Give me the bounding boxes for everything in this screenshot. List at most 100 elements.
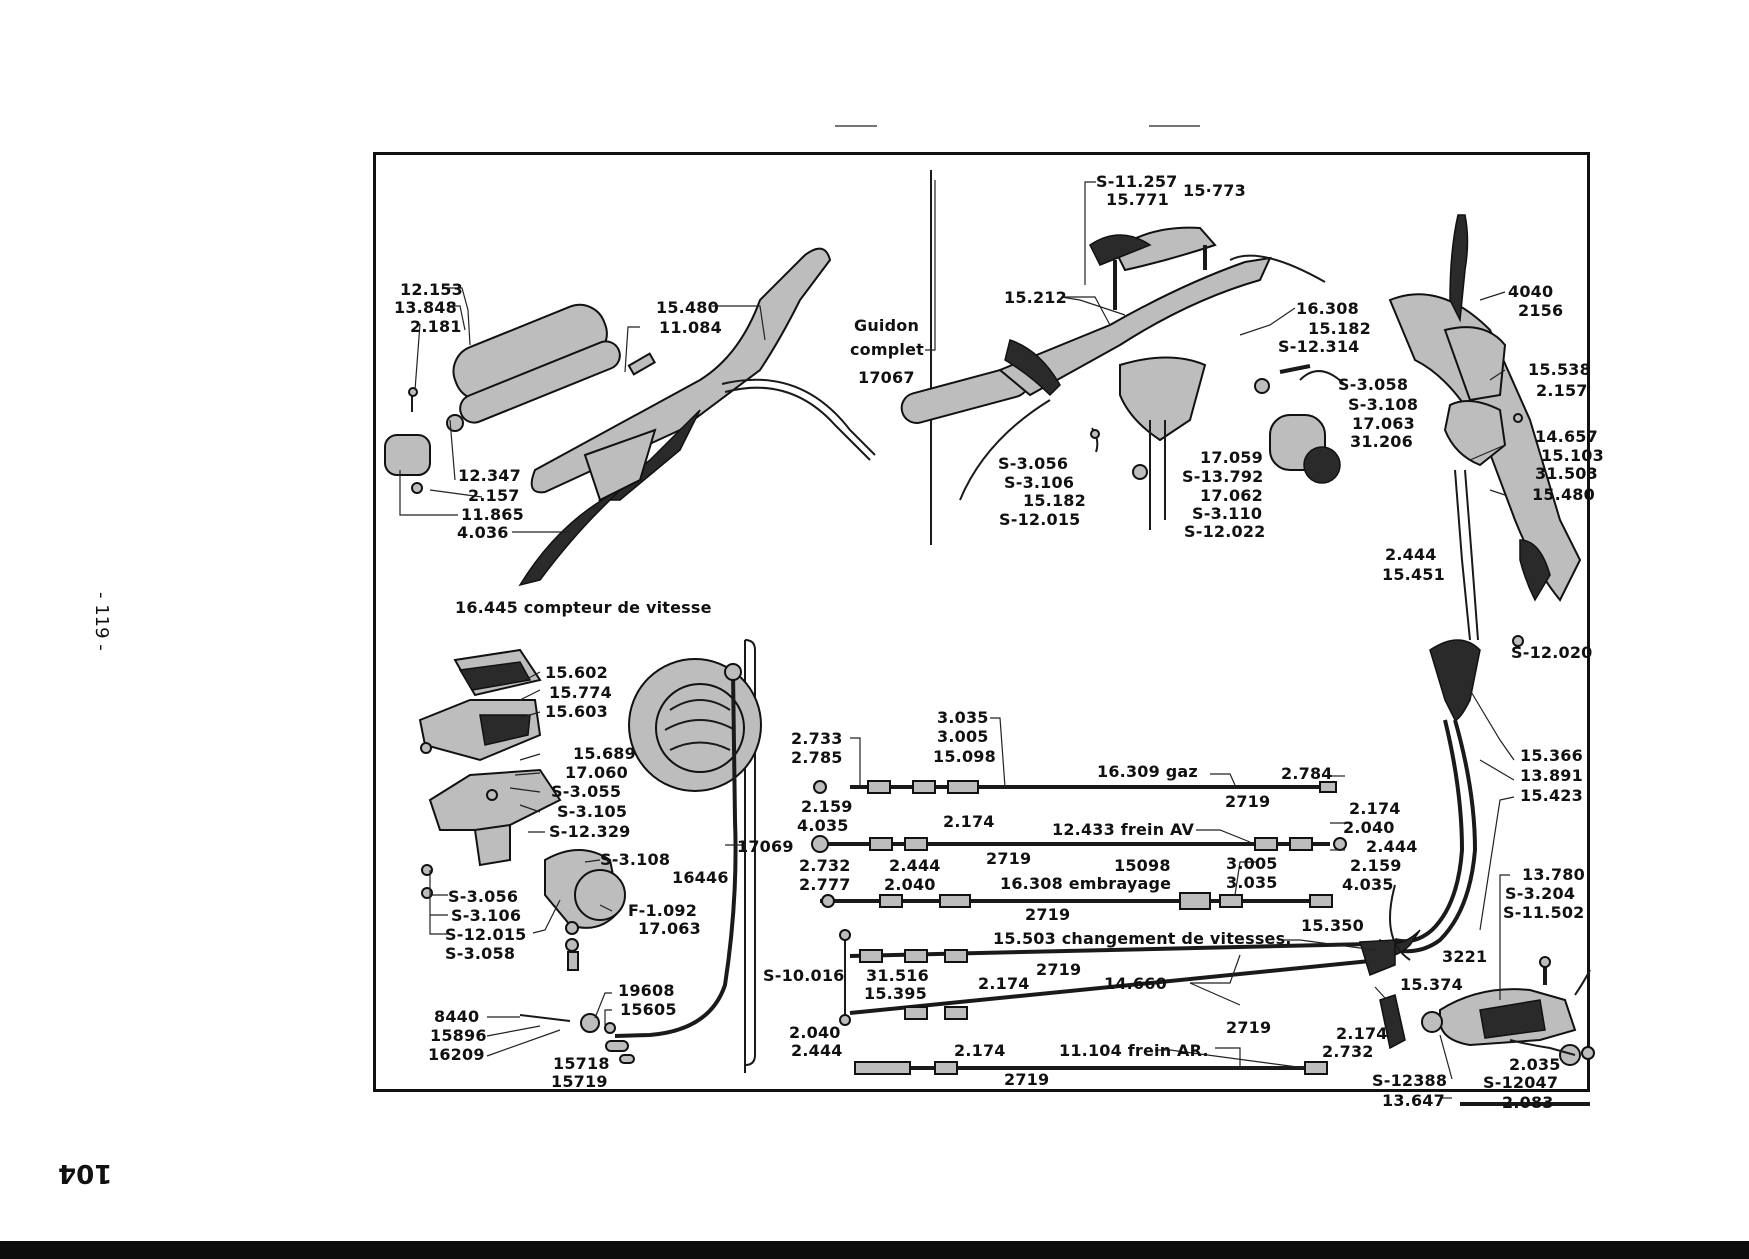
part-label: 4040 xyxy=(1508,282,1554,301)
part-label: 2.157 xyxy=(1536,381,1588,400)
part-label: 3.005 xyxy=(937,727,989,746)
part-label: 15.538 xyxy=(1528,360,1591,379)
part-label: 2.040 xyxy=(1343,818,1395,837)
part-label: S-3.056 xyxy=(448,887,519,906)
part-label: S-11.502 xyxy=(1503,903,1585,922)
part-label: S-12.022 xyxy=(1184,522,1266,541)
part-label: 15.366 xyxy=(1520,746,1583,765)
part-label: S-10.016 xyxy=(763,966,845,985)
part-label: 3.005 xyxy=(1226,854,1278,873)
handlebar-title-line2: complet xyxy=(850,340,924,359)
part-label: 15.603 xyxy=(545,702,608,721)
cables-drawing xyxy=(811,780,1411,1075)
cable-title-gaz: 16.309 gaz xyxy=(1097,762,1198,781)
part-label: 2.444 xyxy=(889,856,941,875)
part-label: 2.785 xyxy=(791,748,843,767)
part-label: 2.157 xyxy=(468,486,520,505)
part-label: 17.060 xyxy=(565,763,628,782)
part-label: 2.174 xyxy=(943,812,995,831)
part-label: 17.063 xyxy=(638,919,701,938)
part-label: S-3.058 xyxy=(445,944,516,963)
part-label: 15.374 xyxy=(1400,975,1463,994)
part-label: 2.159 xyxy=(1350,856,1402,875)
part-label: 2.732 xyxy=(799,856,851,875)
speedometer-cable-drawing xyxy=(519,663,742,1064)
part-label: 15.103 xyxy=(1541,446,1604,465)
cable-title-frein-ar: 11.104 frein AR. xyxy=(1059,1041,1209,1060)
part-label: 2719 xyxy=(1004,1070,1050,1089)
part-label: 15.480 xyxy=(1532,485,1595,504)
part-label: 16209 xyxy=(428,1045,485,1064)
part-label: 15.602 xyxy=(545,663,608,682)
part-label: 13.891 xyxy=(1520,766,1583,785)
part-label: S-12.020 xyxy=(1511,643,1593,662)
right-lever-drawing xyxy=(1377,214,1582,957)
part-label: S-12.015 xyxy=(445,925,527,944)
part-label: 2.732 xyxy=(1322,1042,1374,1061)
part-label: 2.733 xyxy=(791,729,843,748)
part-label: 13.848 xyxy=(394,298,457,317)
part-label: 16.308 xyxy=(1296,299,1359,318)
part-label: 2.174 xyxy=(978,974,1030,993)
part-label: 2719 xyxy=(1226,1018,1272,1037)
part-label: 31.516 xyxy=(866,966,929,985)
part-label: 31.206 xyxy=(1350,432,1413,451)
part-label: S-3.108 xyxy=(600,850,671,869)
part-label: 2719 xyxy=(1036,960,1082,979)
speedometer-drawing xyxy=(418,648,762,971)
part-label: 8440 xyxy=(434,1007,480,1026)
part-label: 11.084 xyxy=(659,318,722,337)
part-label: 2.181 xyxy=(410,317,462,336)
part-label: S-3.106 xyxy=(1004,473,1075,492)
part-label: S-12047 xyxy=(1483,1073,1559,1092)
complete-handlebar-drawing xyxy=(900,226,1346,530)
part-label: 17.062 xyxy=(1200,486,1263,505)
rear-bracket-drawing xyxy=(1421,956,1595,1106)
part-label: 15.350 xyxy=(1301,916,1364,935)
part-label: 2719 xyxy=(1225,792,1271,811)
part-label: 2156 xyxy=(1518,301,1564,320)
part-label: 3.035 xyxy=(1226,873,1278,892)
part-label: 15.182 xyxy=(1308,319,1371,338)
part-label: 11.865 xyxy=(461,505,524,524)
cable-title-frein-av: 12.433 frein AV xyxy=(1052,820,1195,839)
part-label: S-11.257 xyxy=(1096,172,1178,191)
part-label: 17.059 xyxy=(1200,448,1263,467)
part-label: S-13.792 xyxy=(1182,467,1264,486)
part-label: 16446 xyxy=(672,868,729,887)
part-label: 3221 xyxy=(1442,947,1488,966)
part-label: 12.347 xyxy=(458,466,521,485)
part-label: 13.780 xyxy=(1522,865,1585,884)
part-label: F-1.092 xyxy=(628,901,698,920)
handlebar-part-number: 17067 xyxy=(858,368,915,387)
part-label: 15.774 xyxy=(549,683,612,702)
part-label: S-12.329 xyxy=(549,822,631,841)
part-label: 14.660 xyxy=(1104,974,1167,993)
part-label: 15·773 xyxy=(1183,181,1246,200)
part-label: 2.174 xyxy=(954,1041,1006,1060)
part-label: 14.657 xyxy=(1535,427,1598,446)
part-label: 15718 xyxy=(553,1054,610,1073)
part-label: 15.480 xyxy=(656,298,719,317)
part-label: 4.035 xyxy=(797,816,849,835)
part-label: 31.503 xyxy=(1535,464,1598,483)
scan-bottom-bar xyxy=(0,1241,1749,1259)
part-label: 15.423 xyxy=(1520,786,1583,805)
part-label: 2.040 xyxy=(789,1023,841,1042)
part-label: S-12.015 xyxy=(999,510,1081,529)
part-label: S-3.106 xyxy=(451,906,522,925)
part-label: S-3.204 xyxy=(1505,884,1576,903)
part-label: 15.182 xyxy=(1023,491,1086,510)
part-label: S-3.110 xyxy=(1192,504,1263,523)
part-label: 15.771 xyxy=(1106,190,1169,209)
part-label: 19608 xyxy=(618,981,675,1000)
handlebar-title-line1: Guidon xyxy=(854,316,920,335)
part-label: 4.035 xyxy=(1342,875,1394,894)
left-handlebar-drawing xyxy=(384,247,876,587)
part-label: 2.777 xyxy=(799,875,851,894)
part-label: 12.153 xyxy=(400,280,463,299)
part-label: 3.035 xyxy=(937,708,989,727)
part-label: S-3.055 xyxy=(551,782,622,801)
part-label: 17069 xyxy=(737,837,794,856)
